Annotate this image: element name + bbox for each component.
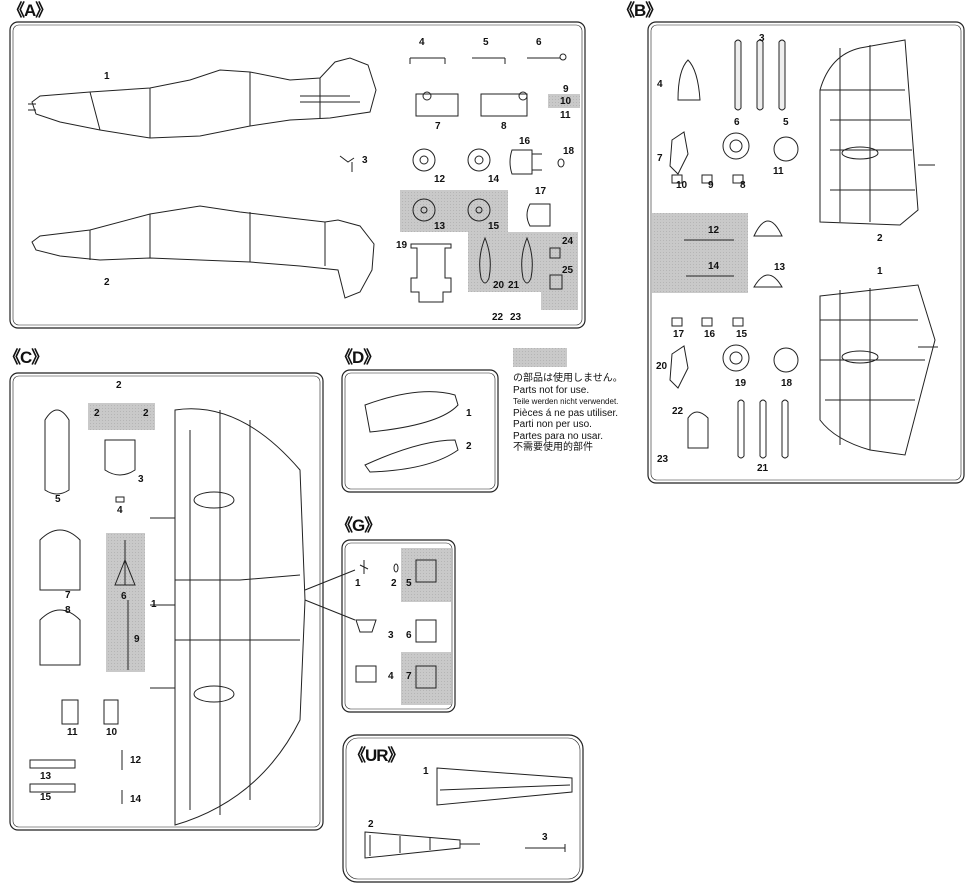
legend-line-it: Parti non per uso. [513, 419, 592, 430]
part-label: 1 [104, 71, 110, 82]
unused-parts-legend: の部品は使用しません。 Parts not for use. Teile wer… [513, 373, 623, 454]
part-label: 4 [657, 79, 663, 90]
part-label: 4 [388, 671, 394, 682]
part-label: 6 [536, 37, 542, 48]
part-label: 3 [388, 630, 394, 641]
part-label: 1 [355, 578, 361, 589]
part-label: 9 [134, 634, 140, 645]
part-label: 21 [508, 280, 520, 291]
part-label: 13 [434, 221, 446, 232]
part-label: 5 [783, 117, 789, 128]
part-label: 17 [673, 329, 685, 340]
part-label: 11 [67, 727, 78, 738]
part-label: 14 [708, 261, 720, 272]
part-label: 2 [116, 380, 122, 391]
sheet-title-d: 《D》 [336, 348, 380, 367]
unused-parts-shading [88, 94, 748, 705]
part-label: 7 [657, 153, 663, 164]
part-label: 6 [121, 591, 127, 602]
part-label: 12 [434, 174, 446, 185]
part-label: 7 [435, 121, 441, 132]
sheet-title-c: 《C》 [4, 348, 48, 367]
part-label: 7 [65, 590, 71, 601]
part-label: 8 [65, 605, 71, 616]
part-label: 19 [396, 240, 408, 251]
sheet-title-a: 《A》 [8, 1, 52, 20]
part-label: 5 [55, 494, 61, 505]
sheet-b-frame [647, 21, 965, 484]
legend-line-fr: Pièces á ne pas utiliser. [513, 407, 619, 419]
sheet-g-frame [341, 539, 456, 713]
part-label: 16 [519, 136, 531, 147]
part-label: 13 [40, 771, 52, 782]
legend-line-ja: の部品は使用しません。 [513, 373, 623, 384]
sheet-d-frame [341, 369, 499, 493]
part-label: 7 [406, 671, 412, 682]
part-label: 3 [362, 155, 368, 166]
sheet-title-b: 《B》 [618, 1, 662, 20]
part-label: 23 [510, 312, 522, 323]
part-label: 6 [734, 117, 740, 128]
part-label: 5 [483, 37, 489, 48]
part-label: 2 [143, 408, 149, 419]
part-label: 18 [563, 146, 575, 157]
part-label: 3 [138, 474, 144, 485]
part-label: 14 [488, 174, 500, 185]
part-label: 16 [704, 329, 716, 340]
part-label: 2 [368, 819, 374, 830]
part-label: 15 [488, 221, 500, 232]
part-label: 18 [781, 378, 793, 389]
part-label: 2 [94, 408, 100, 419]
part-label: 2 [391, 578, 397, 589]
part-label: 4 [419, 37, 425, 48]
part-label: 15 [736, 329, 748, 340]
sheet-c-frame [9, 372, 324, 831]
legend-line-de: Teile werden nicht verwendet. [513, 397, 619, 406]
part-label: 3 [759, 33, 765, 44]
part-label: 10 [560, 96, 572, 107]
part-label: 25 [562, 265, 574, 276]
part-label: 15 [40, 792, 52, 803]
sheet-title-g: 《G》 [336, 516, 381, 535]
part-label: 2 [877, 233, 883, 244]
part-label: 1 [423, 766, 429, 777]
part-label: 10 [676, 180, 688, 191]
part-label: 22 [672, 406, 684, 417]
legend-line-en: Parts not for use. [513, 384, 590, 396]
part-label: 5 [406, 578, 412, 589]
part-label: 10 [106, 727, 118, 738]
part-label: 14 [130, 794, 142, 805]
part-label: 1 [151, 599, 157, 610]
part-label: 19 [735, 378, 747, 389]
part-label: 11 [773, 166, 784, 177]
part-label: 23 [657, 454, 669, 465]
part-label: 8 [501, 121, 507, 132]
part-label: 17 [535, 186, 547, 197]
part-label: 3 [542, 832, 548, 843]
sheet-title-ur: 《UR》 [349, 746, 405, 765]
part-label: 11 [560, 110, 571, 121]
part-label: 12 [130, 755, 142, 766]
sheet-a-frame [9, 21, 586, 329]
part-label: 22 [492, 312, 504, 323]
legend-line-zh: 不需要使用的部件 [513, 442, 593, 453]
part-label: 12 [708, 225, 720, 236]
part-label: 9 [563, 84, 569, 95]
part-label: 2 [466, 441, 472, 452]
part-label: 21 [757, 463, 769, 474]
part-label: 1 [466, 408, 472, 419]
sheet-ur-frame [342, 734, 584, 883]
part-label: 2 [104, 277, 110, 288]
part-label: 8 [740, 180, 746, 191]
part-label: 24 [562, 236, 574, 247]
part-label: 1 [877, 266, 883, 277]
part-label: 6 [406, 630, 412, 641]
part-label: 13 [774, 262, 786, 273]
part-label: 20 [493, 280, 505, 291]
part-label: 4 [117, 505, 123, 516]
part-label: 20 [656, 361, 668, 372]
legend-line-es: Partes para no usar. [513, 430, 604, 442]
part-label: 9 [708, 180, 714, 191]
